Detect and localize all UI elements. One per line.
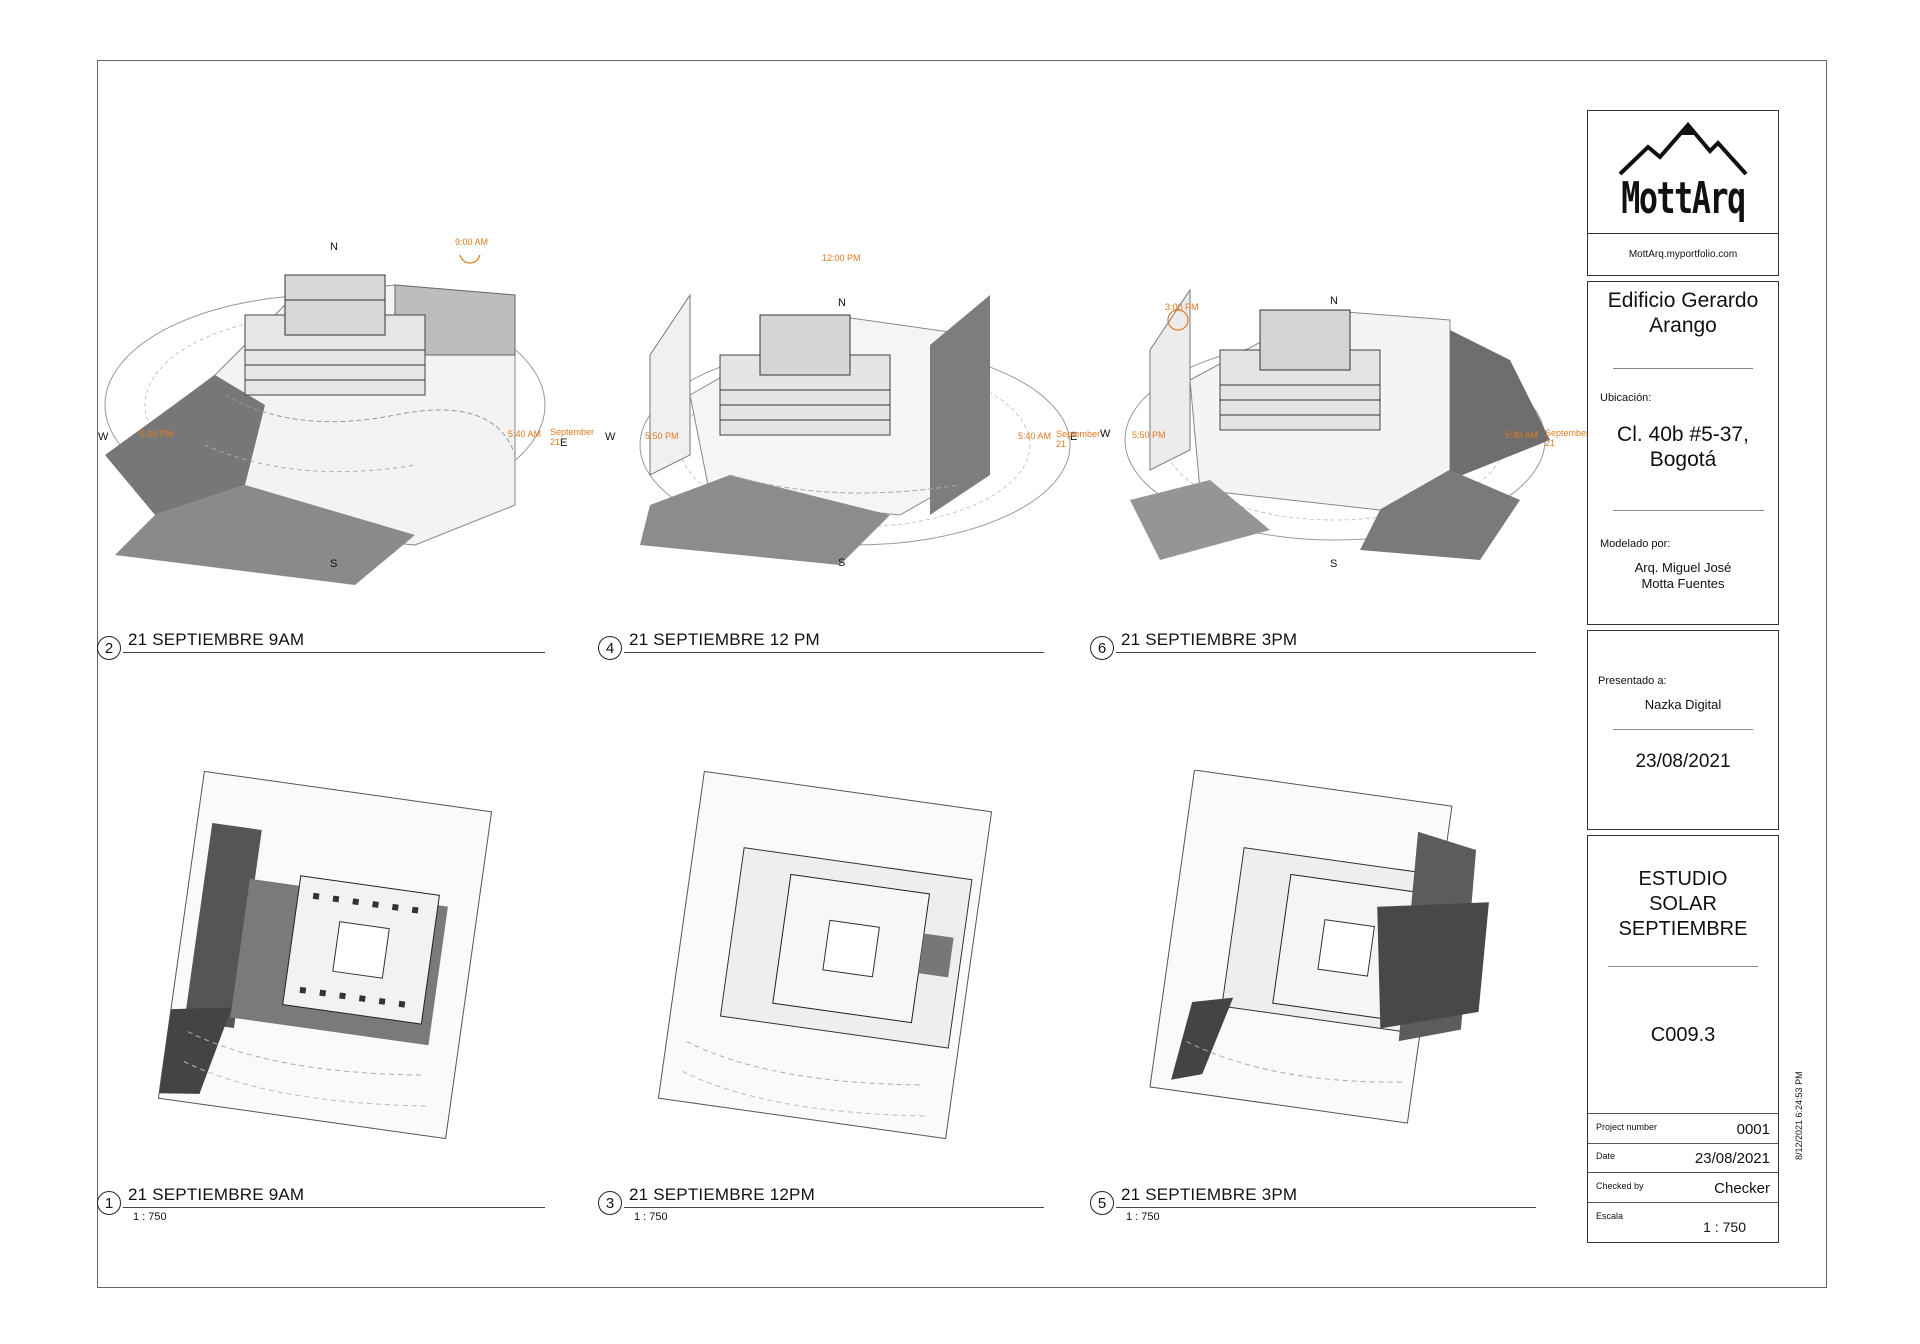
- caption-underline: [624, 1207, 1044, 1208]
- view-caption: 4 21 SEPTIEMBRE 12 PM: [598, 630, 1048, 670]
- plan-view-12pm: [640, 770, 1010, 1140]
- compass-south: S: [838, 557, 846, 569]
- tb-row-date: Date 23/08/2021: [1588, 1143, 1778, 1173]
- axon-view-12pm: N S W E 12:00 PM September 21 5:40 AM 5:…: [605, 253, 1100, 575]
- plan-view-9am: [140, 770, 510, 1140]
- sun-time-label: 9:00 AM: [455, 237, 489, 247]
- project-name: Edificio Gerardo Arango: [1607, 289, 1759, 337]
- compass-south: S: [330, 558, 338, 570]
- view-scale: 1 : 750: [634, 1211, 668, 1223]
- axon-drawing: [639, 293, 1071, 565]
- presented-label: Presentado a:: [1598, 675, 1667, 687]
- sun-date-label: September 21: [1545, 428, 1590, 448]
- sheet-title-line-2: SOLAR: [1649, 893, 1717, 915]
- modeled-by-name-1: Arq. Miguel José: [1634, 560, 1732, 575]
- plan-drawing: [157, 770, 493, 1140]
- field-key: Escala: [1596, 1211, 1624, 1221]
- plan-drawing: [657, 770, 993, 1140]
- field-value: Checker: [1714, 1180, 1770, 1197]
- view-number: 4: [598, 636, 622, 660]
- view-caption: 6 21 SEPTIEMBRE 3PM: [1090, 630, 1540, 670]
- compass-east: E: [1070, 431, 1078, 443]
- view-title: 21 SEPTIEMBRE 9AM: [128, 630, 305, 649]
- modeled-by-name-2: Motta Fuentes: [1641, 576, 1725, 591]
- sheet-title-line-1: ESTUDIO: [1638, 868, 1728, 890]
- modeled-label: Modelado por:: [1600, 538, 1671, 550]
- sheet-number: C009.3: [1650, 1024, 1716, 1046]
- compass-east: E: [560, 437, 568, 449]
- field-value: 0001: [1736, 1121, 1770, 1138]
- view-title: 21 SEPTIEMBRE 3PM: [1121, 630, 1298, 649]
- sun-time-label: 3:00 PM: [1165, 302, 1199, 312]
- view-number: 2: [97, 636, 121, 660]
- location-label: Ubicación:: [1600, 392, 1652, 404]
- plan-drawing: [1149, 770, 1489, 1124]
- compass-north: N: [838, 297, 846, 309]
- view-number: 3: [598, 1191, 622, 1215]
- view-number: 5: [1090, 1191, 1114, 1215]
- view-title: 21 SEPTIEMBRE 12 PM: [629, 630, 820, 649]
- view-caption: 1 21 SEPTIEMBRE 9AM 1 : 750: [97, 1185, 547, 1225]
- caption-underline: [123, 1207, 545, 1208]
- view-title: 21 SEPTIEMBRE 9AM: [128, 1185, 305, 1204]
- sun-date-label: September 21: [1056, 429, 1101, 449]
- view-scale: 1 : 750: [133, 1211, 167, 1223]
- project-info-panel: Edificio Gerardo Arango Ubicación: Cl. 4…: [1587, 281, 1779, 625]
- location-value: Cl. 40b #5-37, Bogotá: [1617, 423, 1749, 471]
- field-value: 1 : 750: [1703, 1219, 1746, 1235]
- presented-to: Nazka Digital: [1644, 697, 1722, 712]
- view-number: 6: [1090, 636, 1114, 660]
- logo-text: MottArq: [1621, 173, 1746, 224]
- sunrise-label: 5:40 AM: [508, 429, 542, 439]
- sunrise-label: 5:40 AM: [1018, 431, 1052, 441]
- field-key: Checked by: [1596, 1181, 1644, 1191]
- tb-row-project-number: Project number 0001: [1588, 1113, 1778, 1144]
- caption-underline: [1116, 652, 1536, 653]
- mountain-logo-icon: [1618, 121, 1748, 176]
- compass-west: W: [605, 431, 616, 443]
- compass-west: W: [98, 431, 109, 443]
- sheet-panel: ESTUDIO SOLAR SEPTIEMBRE C009.3 Project …: [1587, 835, 1779, 1243]
- sun-date-label: September 21: [550, 427, 595, 447]
- view-title: 21 SEPTIEMBRE 3PM: [1121, 1185, 1298, 1204]
- view-title: 21 SEPTIEMBRE 12PM: [629, 1185, 815, 1204]
- compass-north: N: [330, 241, 338, 253]
- caption-underline: [1116, 1207, 1536, 1208]
- presented-panel: Presentado a: Nazka Digital 23/08/2021: [1587, 630, 1779, 830]
- presented-date: 23/08/2021: [1635, 751, 1731, 772]
- sunset-label: 5:50 PM: [645, 431, 679, 441]
- website-link[interactable]: MottArq.myportfolio.com: [1628, 249, 1738, 260]
- field-key: Project number: [1596, 1122, 1658, 1132]
- field-value: 23/08/2021: [1694, 1150, 1770, 1167]
- axon-view-3pm: N S W 3:00 PM September 21 5:40 AM 5:50 …: [1100, 270, 1589, 580]
- compass-north: N: [1330, 295, 1338, 307]
- sheet-title-line-3: SEPTIEMBRE: [1618, 918, 1748, 940]
- plan-view-3pm: [1140, 770, 1510, 1140]
- caption-underline: [123, 652, 545, 653]
- view-caption: 2 21 SEPTIEMBRE 9AM: [97, 630, 547, 670]
- caption-underline: [624, 652, 1044, 653]
- compass-west: W: [1100, 428, 1111, 440]
- drawing-sheet-border: [97, 60, 1827, 1288]
- axon-view-9am: N S W E 9:00 AM September 21 5:40 AM 5:5…: [95, 237, 594, 585]
- print-timestamp: 8/12/2021 6:24:53 PM: [1794, 1071, 1804, 1160]
- compass-south: S: [1330, 558, 1338, 570]
- tb-row-checked-by: Checked by Checker: [1588, 1173, 1778, 1203]
- axon-drawing: [104, 255, 546, 585]
- view-scale: 1 : 750: [1126, 1211, 1160, 1223]
- sunrise-label: 5:40 AM: [1505, 430, 1539, 440]
- field-key: Date: [1596, 1151, 1616, 1161]
- view-caption: 3 21 SEPTIEMBRE 12PM 1 : 750: [598, 1185, 1048, 1225]
- sun-time-label: 12:00 PM: [822, 253, 861, 263]
- sunset-label: 5:50 PM: [140, 429, 174, 439]
- view-number: 1: [97, 1191, 121, 1215]
- view-caption: 5 21 SEPTIEMBRE 3PM 1 : 750: [1090, 1185, 1540, 1225]
- sunset-label: 5:50 PM: [1132, 430, 1166, 440]
- axon-drawing: [1124, 288, 1550, 560]
- logo-panel: MottArq MottArq.myportfolio.com: [1587, 110, 1779, 276]
- tb-row-scale: Escala 1 : 750: [1588, 1203, 1778, 1243]
